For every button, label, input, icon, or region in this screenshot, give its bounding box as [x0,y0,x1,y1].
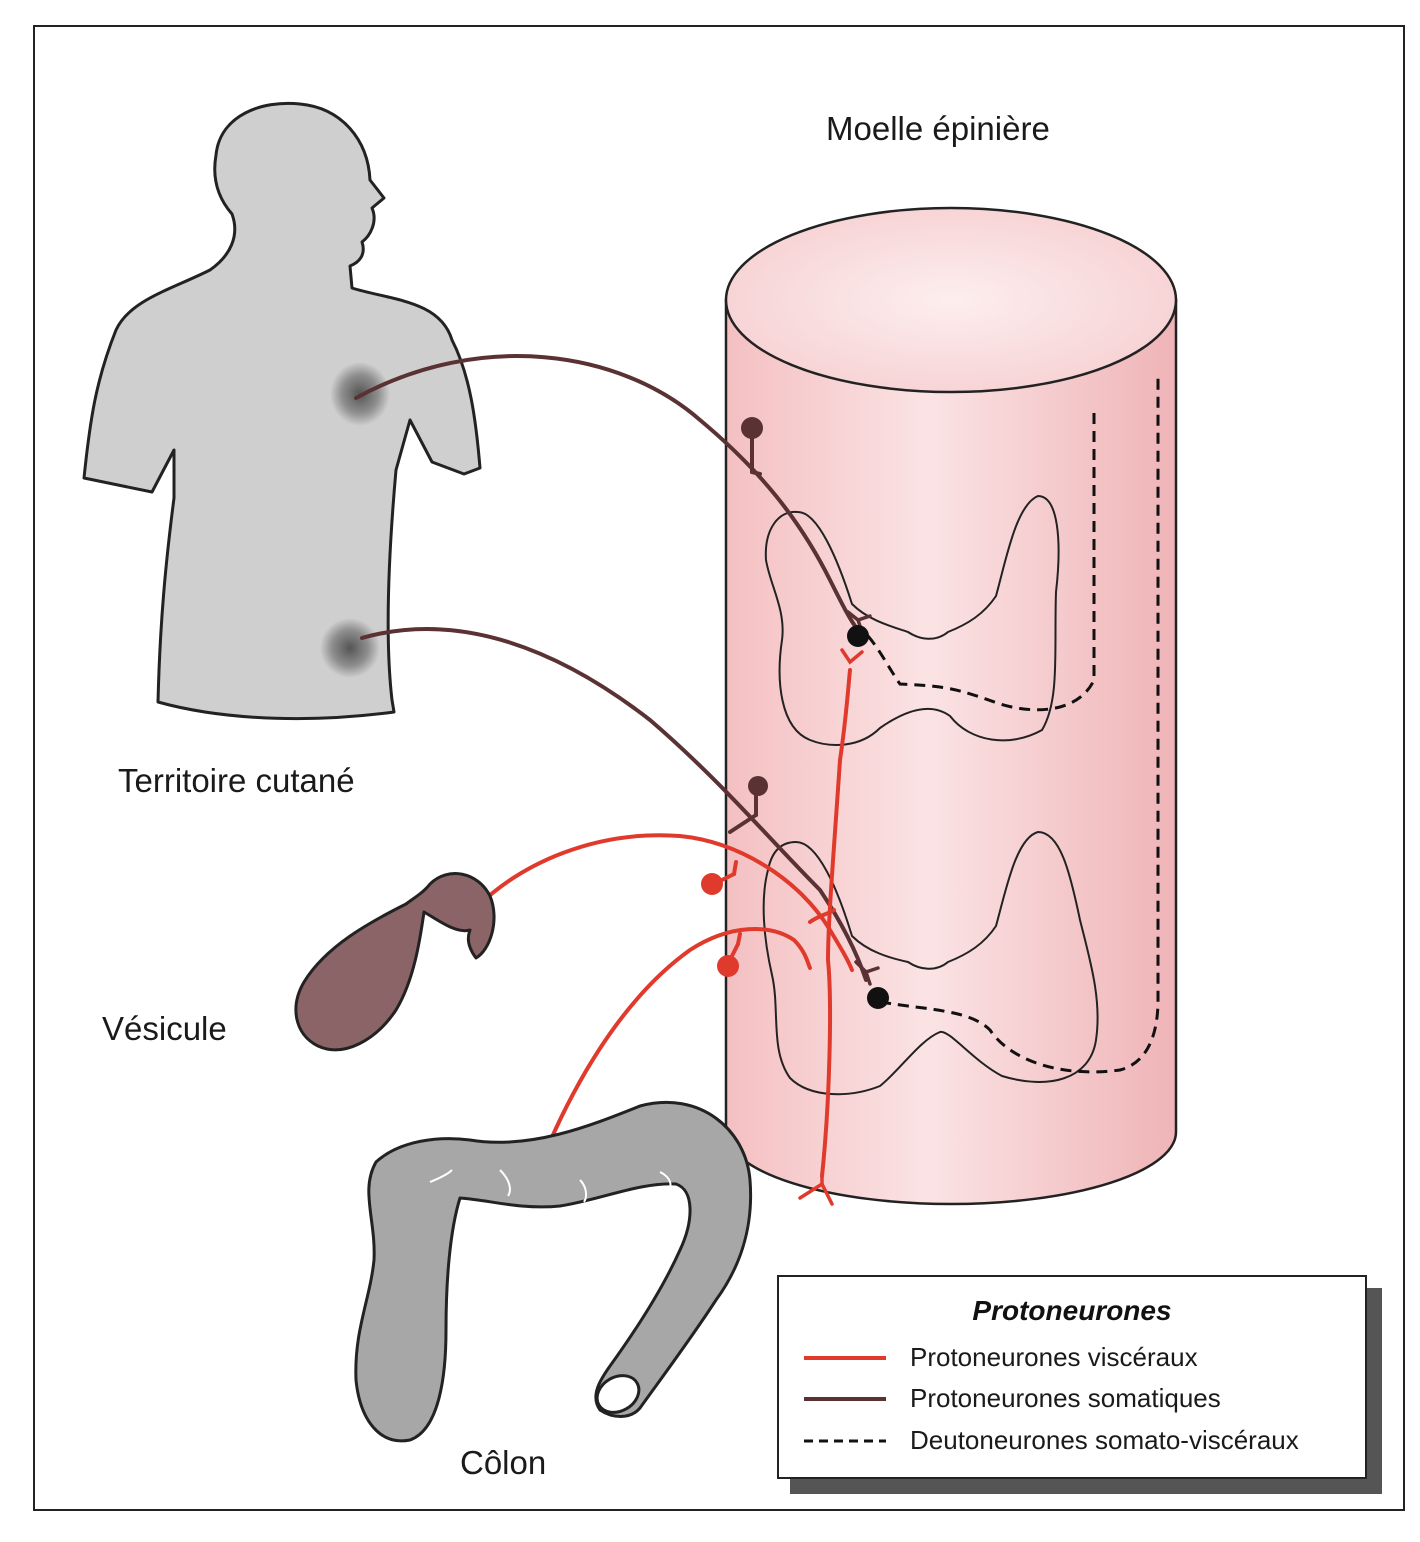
legend-label-somatic: Protoneurones somatiques [910,1383,1221,1413]
gallbladder-label: Vésicule [102,1010,227,1047]
skin-area-abdomen [320,618,380,678]
skin-territory-label: Territoire cutané [118,762,355,799]
deutoneurons-somato-visceral [866,372,1160,1074]
spinal-cord-label: Moelle épinière [826,110,1050,147]
colon-illustration [354,1100,753,1443]
somatic-synapse-terminals [846,610,880,986]
visceral-ganglion-cells [701,873,739,977]
legend-title: Protoneurones [972,1295,1171,1326]
colon-label: Côlon [460,1444,546,1481]
visceral-synapse-terminals [798,648,864,1206]
human-torso-illustration [82,101,482,721]
spinal-cord-cylinder [724,206,1178,1206]
gallbladder-illustration [294,872,496,1052]
legend: Protoneurones Protoneurones viscéraux Pr… [777,1275,1382,1494]
legend-box [777,1275,1367,1479]
grey-matter-section-upper [764,494,1060,746]
legend-label-visceral: Protoneurones viscéraux [910,1342,1198,1372]
deutoneuron-cell-bodies [847,625,889,1009]
legend-label-deutoneurons: Deutoneurones somato-viscéraux [910,1425,1299,1455]
visceral-protoneurons [466,668,854,1178]
grey-matter-section-lower [762,830,1099,1096]
somatic-ganglion-cells [741,417,768,796]
